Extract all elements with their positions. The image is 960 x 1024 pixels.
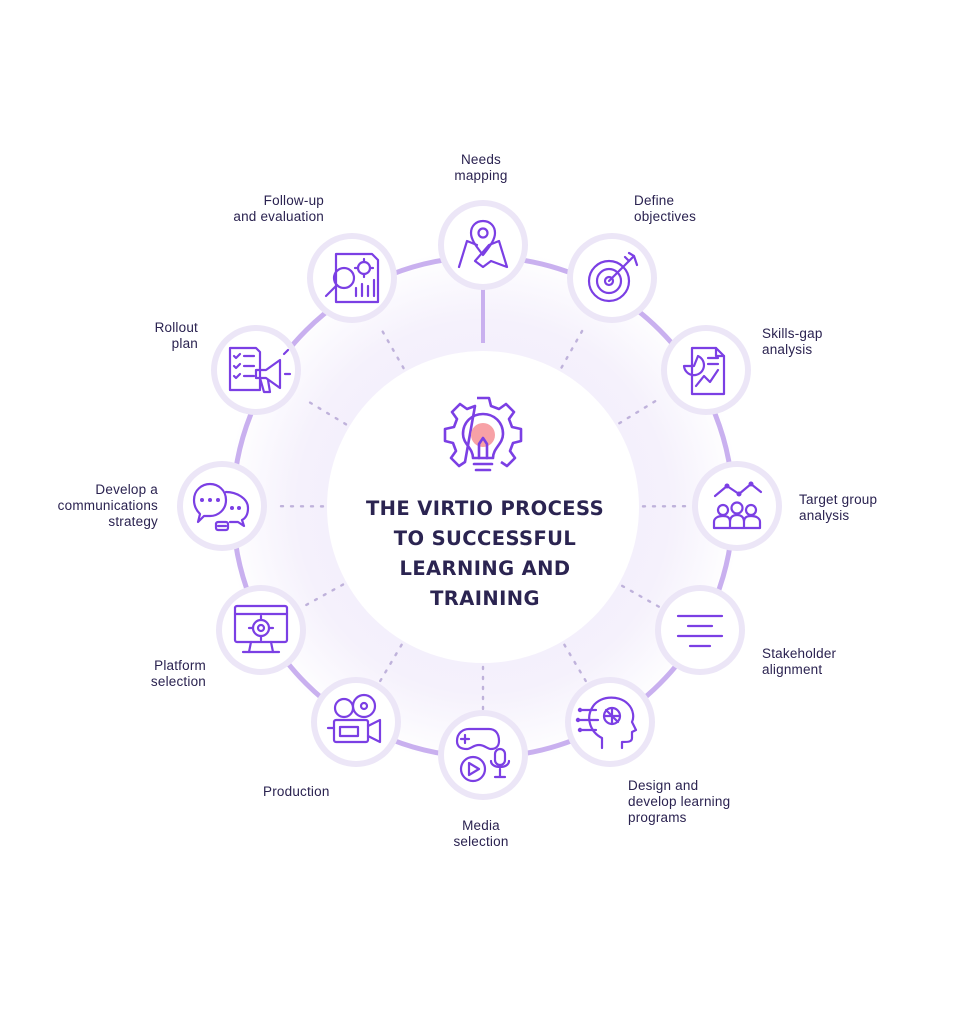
- step-label-line: objectives: [634, 209, 697, 224]
- step-node-design-develop-learning-programs: [565, 677, 655, 767]
- step-label-line: Production: [263, 784, 330, 799]
- connector-design-develop-learning-programs: [563, 643, 589, 685]
- step-node-media-selection: [438, 710, 528, 800]
- step-label-line: alignment: [762, 662, 823, 677]
- step-label-line: mapping: [454, 168, 508, 183]
- report-chart-icon: [682, 346, 726, 396]
- target-icon: [587, 251, 639, 303]
- step-label-line: Media: [462, 818, 500, 833]
- step-label-line: and evaluation: [233, 209, 324, 224]
- step-node-target-group-analysis: [692, 461, 782, 551]
- step-node-face: [661, 591, 739, 669]
- document-search-icon: [324, 252, 380, 304]
- step-label-line: Rollout: [154, 320, 198, 335]
- checklist-megaphone-icon: [228, 346, 292, 394]
- step-node-face: [444, 716, 522, 794]
- step-label-line: Design and: [628, 778, 699, 793]
- head-network-icon: [575, 696, 638, 750]
- connector-skills-gap-analysis: [618, 398, 659, 425]
- center-title-line-1: THE VIRTIO PROCESS: [365, 497, 605, 520]
- step-label-line: selection: [453, 834, 509, 849]
- step-node-face: [698, 467, 776, 545]
- video-camera-icon: [326, 693, 382, 744]
- step-node-face: [571, 683, 649, 761]
- connector-stakeholder-alignment: [620, 584, 663, 610]
- step-label-line: Define: [634, 193, 675, 208]
- step-label-line: strategy: [108, 514, 158, 529]
- media-icon: [455, 727, 511, 783]
- step-node-skills-gap-analysis: [661, 325, 751, 415]
- step-label-production: Production: [263, 784, 330, 800]
- step-node-production: [311, 677, 401, 767]
- step-label-line: analysis: [799, 508, 850, 523]
- connector-define-objectives: [560, 327, 585, 369]
- step-node-face: [313, 239, 391, 317]
- map-pin-icon: [457, 219, 509, 269]
- step-label-line: Platform: [154, 658, 206, 673]
- step-label-line: selection: [150, 674, 206, 689]
- connector-rollout-plan: [306, 399, 348, 426]
- step-node-stakeholder-alignment: [655, 585, 745, 675]
- step-node-rollout-plan: [211, 325, 301, 415]
- connector-follow-up-evaluation: [380, 327, 405, 370]
- step-label-line: programs: [628, 810, 687, 825]
- step-label-line: communications: [57, 498, 158, 513]
- connector-platform-selection: [302, 583, 345, 608]
- step-node-face: [667, 331, 745, 409]
- step-label-line: Follow-up: [263, 193, 324, 208]
- gear-lightbulb-icon: [443, 396, 523, 472]
- monitor-gear-icon: [233, 604, 289, 654]
- center-title: THE VIRTIO PROCESS TO SUCCESSFUL LEARNIN…: [330, 494, 640, 614]
- align-center-icon: [676, 614, 724, 648]
- step-label-line: Needs: [460, 152, 502, 167]
- connectors: [276, 289, 690, 714]
- center-title-line-2: TO SUCCESSFUL: [393, 527, 577, 550]
- step-label-line: analysis: [762, 342, 813, 357]
- step-node-develop-communications-strategy: [177, 461, 267, 551]
- step-node-face: [317, 683, 395, 761]
- center-disc: [327, 351, 639, 663]
- chat-bubbles-icon: [192, 482, 250, 532]
- step-label-line: develop learning: [628, 794, 731, 809]
- step-node-define-objectives: [567, 233, 657, 323]
- center-title-line-4: TRAINING: [430, 587, 540, 610]
- people-network-icon: [712, 481, 763, 530]
- step-label-line: Stakeholder: [762, 646, 837, 661]
- step-label-line: plan: [171, 336, 198, 351]
- step-node-needs-mapping: [438, 200, 528, 290]
- step-node-follow-up-evaluation: [307, 233, 397, 323]
- step-label-line: Skills-gap: [762, 326, 823, 341]
- step-node-face: [444, 206, 522, 284]
- step-node-platform-selection: [216, 585, 306, 675]
- connector-production: [377, 643, 403, 685]
- step-label-line: Develop a: [95, 482, 158, 497]
- center-title-line-3: LEARNING AND: [399, 557, 571, 580]
- step-label-line: Target group: [799, 492, 878, 507]
